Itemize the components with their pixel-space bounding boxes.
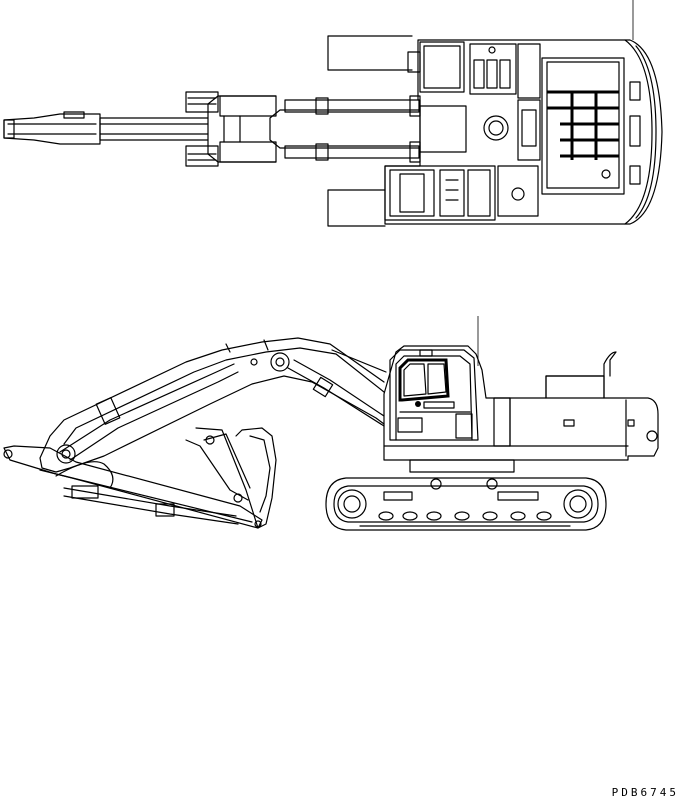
top-view bbox=[4, 0, 662, 226]
track-rollers bbox=[379, 512, 551, 520]
side-view bbox=[4, 316, 658, 530]
drawing-code: PDB6745 bbox=[611, 786, 679, 799]
